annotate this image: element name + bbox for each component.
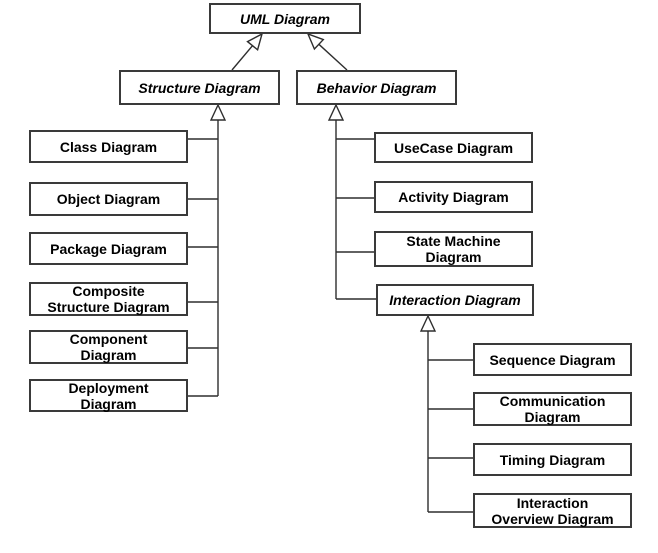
node-communication-diagram: Communication Diagram — [473, 392, 632, 426]
generalization-arrow-icon — [419, 314, 437, 332]
generalization-arrow-icon — [246, 32, 264, 52]
edge-behavior-to-uml — [318, 43, 348, 71]
node-state-machine-diagram: State Machine Diagram — [374, 231, 533, 267]
node-structure-diagram: Structure Diagram — [119, 70, 280, 105]
node-interaction-overview-diagram: Interaction Overview Diagram — [473, 493, 632, 528]
node-behavior-diagram: Behavior Diagram — [296, 70, 457, 105]
node-package-diagram: Package Diagram — [29, 232, 188, 265]
node-composite-structure-diagram: Composite Structure Diagram — [29, 282, 188, 316]
node-deployment-diagram: Deployment Diagram — [29, 379, 188, 412]
generalization-arrow-icon — [306, 32, 325, 51]
generalization-arrow-icon — [209, 103, 227, 121]
node-activity-diagram: Activity Diagram — [374, 181, 533, 213]
edge-structure-to-uml — [231, 45, 254, 71]
node-timing-diagram: Timing Diagram — [473, 443, 632, 476]
generalization-arrow-icon — [327, 103, 345, 121]
node-component-diagram: Component Diagram — [29, 330, 188, 364]
node-object-diagram: Object Diagram — [29, 182, 188, 216]
node-interaction-diagram: Interaction Diagram — [376, 284, 534, 316]
node-uml-diagram: UML Diagram — [209, 3, 361, 34]
node-usecase-diagram: UseCase Diagram — [374, 132, 533, 163]
node-class-diagram: Class Diagram — [29, 130, 188, 163]
node-sequence-diagram: Sequence Diagram — [473, 343, 632, 376]
